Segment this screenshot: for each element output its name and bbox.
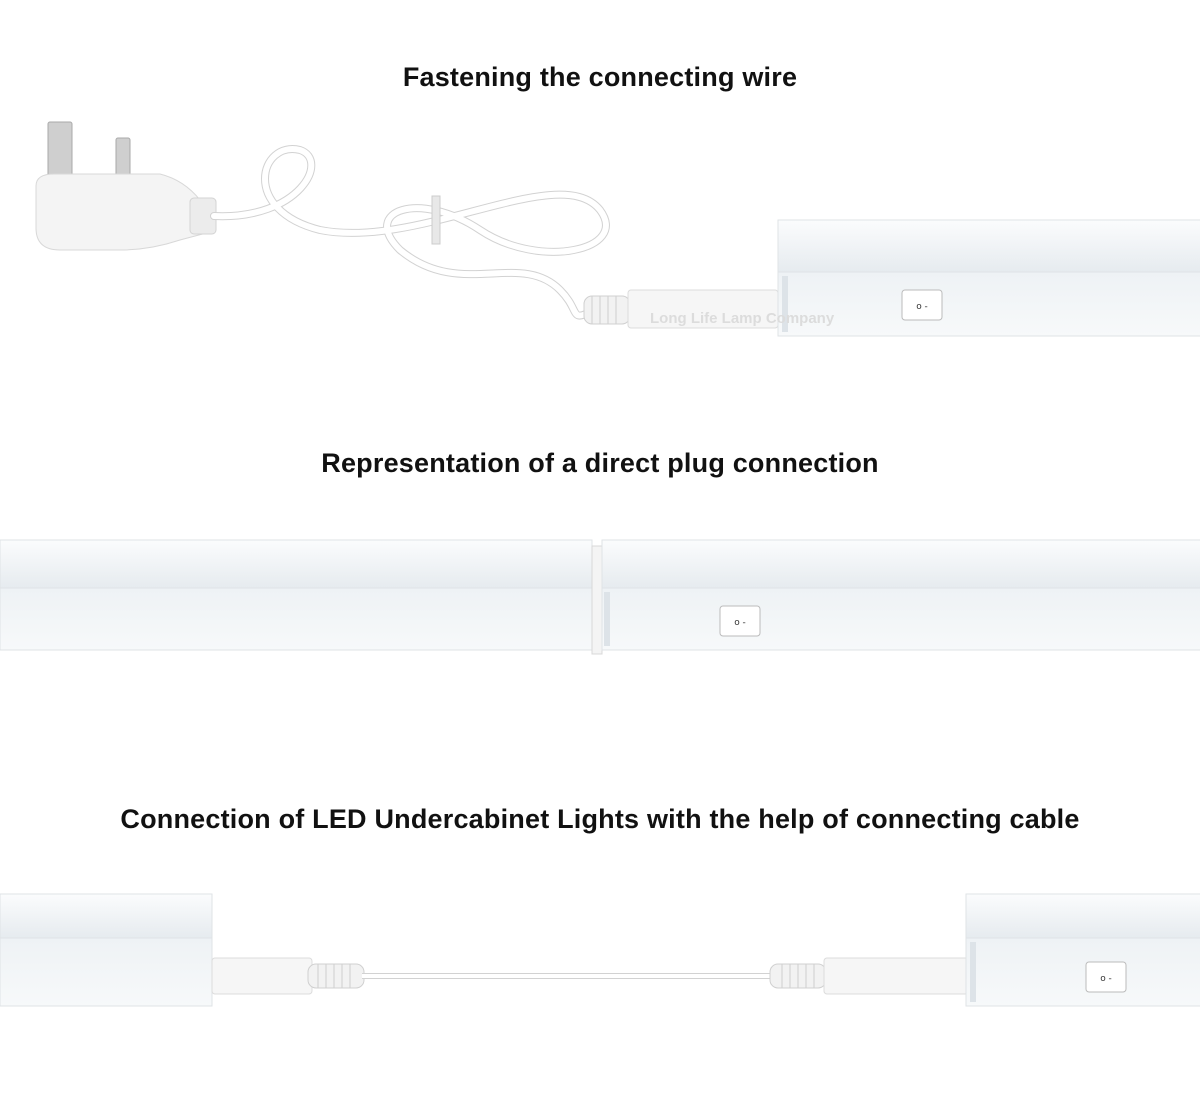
rocker-switch-icon: o - [901, 289, 943, 321]
led-light-fixture-right [965, 893, 1200, 1007]
rocker-switch-icon: o - [1085, 961, 1127, 993]
plug-and-light-illustration: o - Long Life Lamp Company [35, 121, 1200, 337]
connecting-cable-illustration: o - [0, 893, 1200, 1007]
switch-label: o - [1100, 974, 1112, 984]
rocker-switch-icon: o - [719, 605, 761, 637]
section-heading-fastening: Fastening the connecting wire [402, 62, 798, 92]
direct-plug-illustration: o - [0, 539, 1200, 655]
led-light-fixture-left [0, 893, 213, 1007]
switch-label: o - [916, 302, 928, 312]
led-light-fixture-right [601, 539, 1200, 651]
coiled-cable [210, 145, 610, 320]
section-heading-connecting-cable: Connection of LED Undercabinet Lights wi… [120, 804, 1080, 834]
cable-connector [583, 289, 779, 329]
uk-plug-icon [35, 121, 217, 251]
cable-connector-left [211, 957, 365, 995]
led-light-fixture-left [0, 539, 593, 651]
switch-label: o - [734, 618, 746, 628]
led-light-fixture [777, 219, 1200, 337]
section-heading-direct-plug: Representation of a direct plug connecti… [321, 448, 879, 478]
watermark: Long Life Lamp Company [650, 310, 835, 327]
plug-joint [591, 545, 603, 655]
cable-connector-right [769, 957, 969, 995]
